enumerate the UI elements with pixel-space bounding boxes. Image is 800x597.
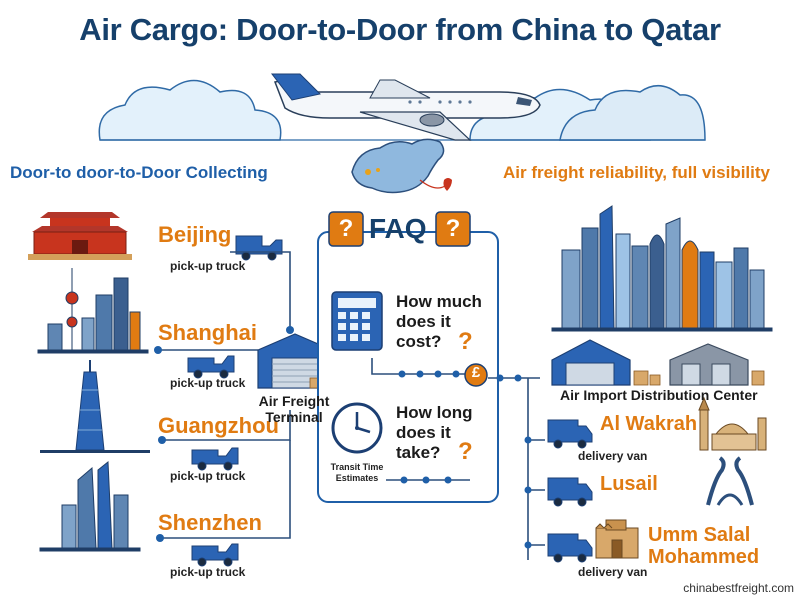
destination-city-line: Mohammed bbox=[648, 546, 760, 568]
air-freight-terminal-label: Air Freight Terminal bbox=[248, 393, 340, 425]
shenzhen-skyline-illustration bbox=[39, 460, 141, 552]
faq-question-cost: How much does it cost? bbox=[396, 292, 482, 352]
pickup-truck-icon bbox=[187, 355, 235, 379]
faq-question-line: How long bbox=[396, 403, 473, 422]
transit-time-label: Transit Time Estimates bbox=[324, 462, 390, 484]
currency-badge-icon bbox=[464, 363, 488, 387]
origin-city-guangzhou: Guangzhou bbox=[158, 413, 279, 438]
terminal-label-line: Terminal bbox=[265, 409, 323, 425]
question-mark-glyph: ? bbox=[338, 215, 354, 242]
calculator-icon bbox=[331, 291, 383, 351]
delivery-van-icon bbox=[547, 533, 593, 563]
shanghai-skyline-illustration bbox=[37, 268, 149, 354]
delivery-van-icon bbox=[547, 477, 593, 507]
airplane-icon bbox=[270, 73, 541, 141]
question-mark-glyph: ? bbox=[458, 438, 473, 465]
question-badge-icon bbox=[328, 211, 364, 247]
transit-time-line: Transit Time bbox=[330, 462, 384, 472]
faq-question-duration: How long does it take? bbox=[396, 403, 472, 463]
origin-vehicle-label: pick-up truck bbox=[170, 259, 246, 273]
faq-connector-dots bbox=[398, 370, 460, 484]
destination-city-al-wakrah: Al Wakrah bbox=[600, 413, 698, 435]
delivery-van-icon bbox=[547, 419, 593, 449]
fort-illustration bbox=[595, 519, 639, 559]
faq-question-line: does it bbox=[396, 312, 451, 331]
destination-city-line: Umm Salal bbox=[648, 524, 751, 546]
destination-city-lusail: Lusail bbox=[600, 473, 658, 495]
destination-city-umm-salal: Umm Salal Mohammed bbox=[648, 524, 759, 568]
clock-icon bbox=[331, 402, 383, 454]
distribution-center-label: Air Import Distribution Center bbox=[560, 387, 758, 403]
currency-symbol: £ bbox=[471, 364, 481, 381]
origin-city-shanghai: Shanghai bbox=[158, 320, 258, 345]
china-map-icon bbox=[351, 138, 452, 194]
mosque-illustration bbox=[698, 396, 767, 451]
lusail-arch-illustration bbox=[706, 456, 754, 506]
faq-question-line: How much bbox=[396, 292, 482, 311]
faq-title: FAQ bbox=[369, 213, 427, 244]
canton-tower-illustration bbox=[40, 360, 150, 453]
faq-question-line: cost? bbox=[396, 332, 442, 351]
subheading-collecting: Door-to door-to-Door Collecting bbox=[10, 163, 268, 182]
transit-time-line: Estimates bbox=[335, 473, 379, 483]
pickup-truck-icon bbox=[191, 543, 239, 567]
origin-city-shenzhen: Shenzhen bbox=[158, 510, 262, 535]
destination-vehicle-label: delivery van bbox=[578, 449, 648, 463]
question-mark-glyph: ? bbox=[458, 328, 473, 355]
question-badge-icon bbox=[435, 211, 471, 247]
pickup-truck-icon bbox=[191, 447, 239, 471]
beijing-gate-illustration bbox=[28, 212, 132, 260]
watermark: chinabestfreight.com bbox=[683, 581, 794, 595]
origin-vehicle-label: pick-up truck bbox=[170, 376, 246, 390]
connector-dots bbox=[154, 326, 294, 542]
pickup-truck-icon bbox=[235, 235, 283, 261]
doha-skyline-illustration bbox=[551, 205, 773, 332]
distribution-center-warehouse-icon bbox=[551, 339, 765, 386]
destination-vehicle-label: delivery van bbox=[578, 565, 648, 579]
faq-question-line: does it bbox=[396, 423, 451, 442]
origin-city-beijing: Beijing bbox=[158, 222, 232, 247]
origin-connector-lines bbox=[158, 251, 291, 539]
origin-vehicle-label: pick-up truck bbox=[170, 469, 246, 483]
subheading-reliability: Air freight reliability, full visibility bbox=[502, 163, 770, 182]
faq-question-line: take? bbox=[396, 443, 441, 462]
destination-connector-dots bbox=[496, 374, 532, 549]
page-title: Air Cargo: Door-to-Door from China to Qa… bbox=[79, 12, 721, 47]
terminal-label-line: Air Freight bbox=[258, 393, 330, 409]
question-mark-glyph: ? bbox=[445, 215, 461, 242]
origin-vehicle-label: pick-up truck bbox=[170, 565, 246, 579]
